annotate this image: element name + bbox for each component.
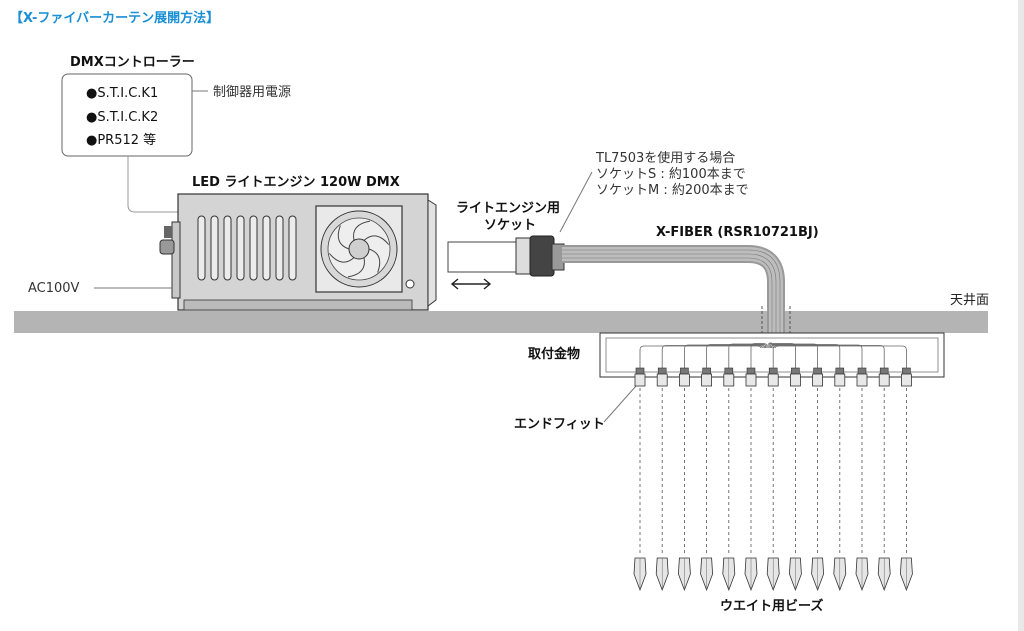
end-fit-cap [634,373,646,387]
fiber-drops [633,367,913,592]
fiber-bundle [562,245,785,348]
end-fit-cap [834,373,846,387]
tl-note-line1: TL7503を使用する場合 [595,150,735,166]
vent-slot [197,215,206,281]
controller-item-1: ●S.T.I.C.K1 [86,86,158,101]
fiber-strand [684,344,764,368]
end-fit-cap [767,373,779,387]
vent-slot [262,215,271,281]
controller-cable [127,156,178,213]
end-fit [857,367,867,375]
fiber-strand [774,345,907,368]
end-fit-label: エンドフィット [514,417,605,432]
end-fit-cap [723,373,735,387]
end-fit [657,367,667,375]
tl-note-leader [559,171,593,233]
end-fit [835,367,845,375]
engine-socket [447,235,565,277]
fiber-spread [639,342,907,368]
ceiling-label: 天井面 [950,293,989,308]
fan-blade [353,220,371,241]
ac-label: AC100V [28,281,80,296]
end-fit-cap [656,373,668,387]
end-fit-leader [603,385,637,423]
fiber-strand [661,345,763,368]
fiber-strand [773,345,885,368]
end-fit [724,367,734,375]
fiber-strand [706,344,765,368]
diagram-title: 【X-ファイバーカーテン展開方法】 [10,10,219,26]
end-fit [879,367,889,375]
end-fit [791,367,800,375]
fan-blade [368,248,381,273]
vent-slot [236,215,245,281]
socket-label-2: ソケット [484,218,536,233]
end-fit-cap [701,373,712,387]
fiber-strand [772,344,863,368]
tl-note-line3: ソケットM : 約200本まで [596,183,749,198]
fiber-strand [750,343,768,368]
end-fit-cap [812,373,823,387]
end-fit [680,367,689,375]
power-note: 制御器用電源 [213,85,291,100]
fan-blade [328,253,355,263]
controller-item-2: ●S.T.I.C.K2 [86,110,158,125]
bracket-label: 取付金物 [528,346,580,362]
end-fit-cap [679,373,690,387]
vent-slot [249,215,258,281]
end-fit [702,367,711,375]
fiber-strand [767,342,774,368]
controller-item-3: ●PR512 等 [86,132,156,148]
socket-label-1: ライトエンジン用 [456,201,560,216]
vent-slot [288,215,297,281]
end-fit-cap [856,373,868,387]
end-fit-cap [790,373,801,387]
fiber-strand [771,344,841,368]
vent-slot [210,215,219,281]
end-fit [768,367,778,375]
fan-blade [347,257,365,278]
controller-heading: DMXコントローラー [70,55,195,70]
end-fit [635,367,645,375]
insert-arrow [450,278,492,290]
end-fit-cap [745,373,757,387]
led-engine [159,193,437,311]
fan-blade [337,225,350,250]
end-fit-cap [901,373,912,387]
fiber-strand [639,345,762,368]
end-fit [902,367,911,375]
beads-label: ウエイト用ビーズ [720,598,823,614]
end-fit-cap [878,373,890,387]
page-edge-shade [1018,0,1024,631]
controller-box [61,73,193,157]
fan-blade [363,235,390,245]
end-fit [746,367,756,375]
ceiling-slab [14,311,988,333]
end-fit [813,367,822,375]
vent-slot [275,215,284,281]
fiber-strand [728,343,766,368]
tl-note-line2: ソケットS : 約100本まで [596,167,746,182]
engine-label: LED ライトエンジン 120W DMX [192,175,400,190]
vent-slot [223,215,232,281]
fiber-label: X-FIBER (RSR10721BJ) [656,225,819,240]
